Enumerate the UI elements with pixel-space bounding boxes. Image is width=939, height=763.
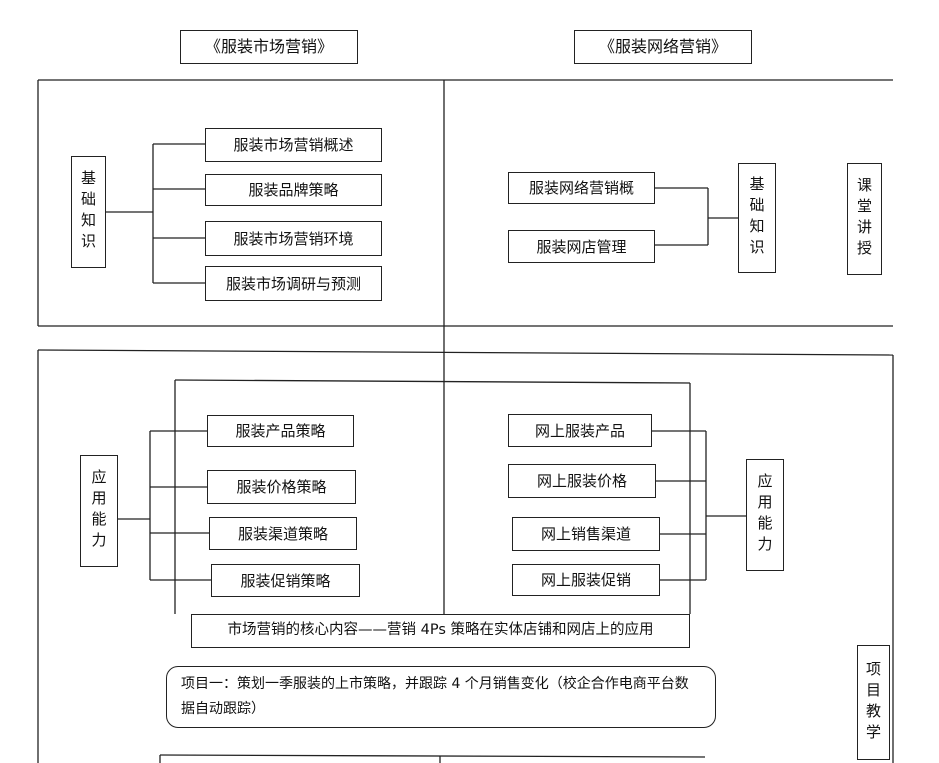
project-one-box: 项目一：策划一季服装的上市策略，并跟踪 4 个月销售变化（校企合作电商平台数据自…: [166, 666, 716, 728]
right-applied-item: 网上服装促销: [512, 564, 660, 596]
right-applied-item: 网上销售渠道: [512, 517, 660, 551]
right-applied-item: 网上服装价格: [508, 464, 656, 498]
left-applied-item: 服装促销策略: [211, 564, 360, 597]
left-applied-item: 服装渠道策略: [209, 517, 357, 550]
right-applied-ability-label: 应用能力: [746, 459, 784, 571]
left-applied-item: 服装价格策略: [207, 470, 356, 504]
left-basic-knowledge-label: 基础知识: [71, 156, 106, 268]
right-basic-knowledge-label: 基础知识: [738, 163, 776, 273]
left-basic-item: 服装品牌策略: [205, 174, 382, 206]
core-content-box: 市场营销的核心内容——营销 4Ps 策略在实体店铺和网店上的应用: [191, 614, 690, 648]
classroom-teaching-label: 课堂讲授: [847, 163, 882, 275]
title-left-course: 《服装市场营销》: [180, 30, 358, 64]
project-teaching-label: 项目教学: [857, 645, 890, 760]
left-applied-ability-label: 应用能力: [80, 455, 118, 567]
left-basic-item: 服装市场调研与预测: [205, 266, 382, 301]
right-basic-item: 服装网店管理: [508, 230, 655, 263]
left-basic-item: 服装市场营销环境: [205, 221, 382, 256]
left-applied-item: 服装产品策略: [207, 415, 354, 447]
right-basic-item: 服装网络营销概: [508, 172, 655, 204]
title-right-course: 《服装网络营销》: [574, 30, 752, 64]
left-basic-item: 服装市场营销概述: [205, 128, 382, 162]
right-applied-item: 网上服装产品: [508, 414, 652, 447]
